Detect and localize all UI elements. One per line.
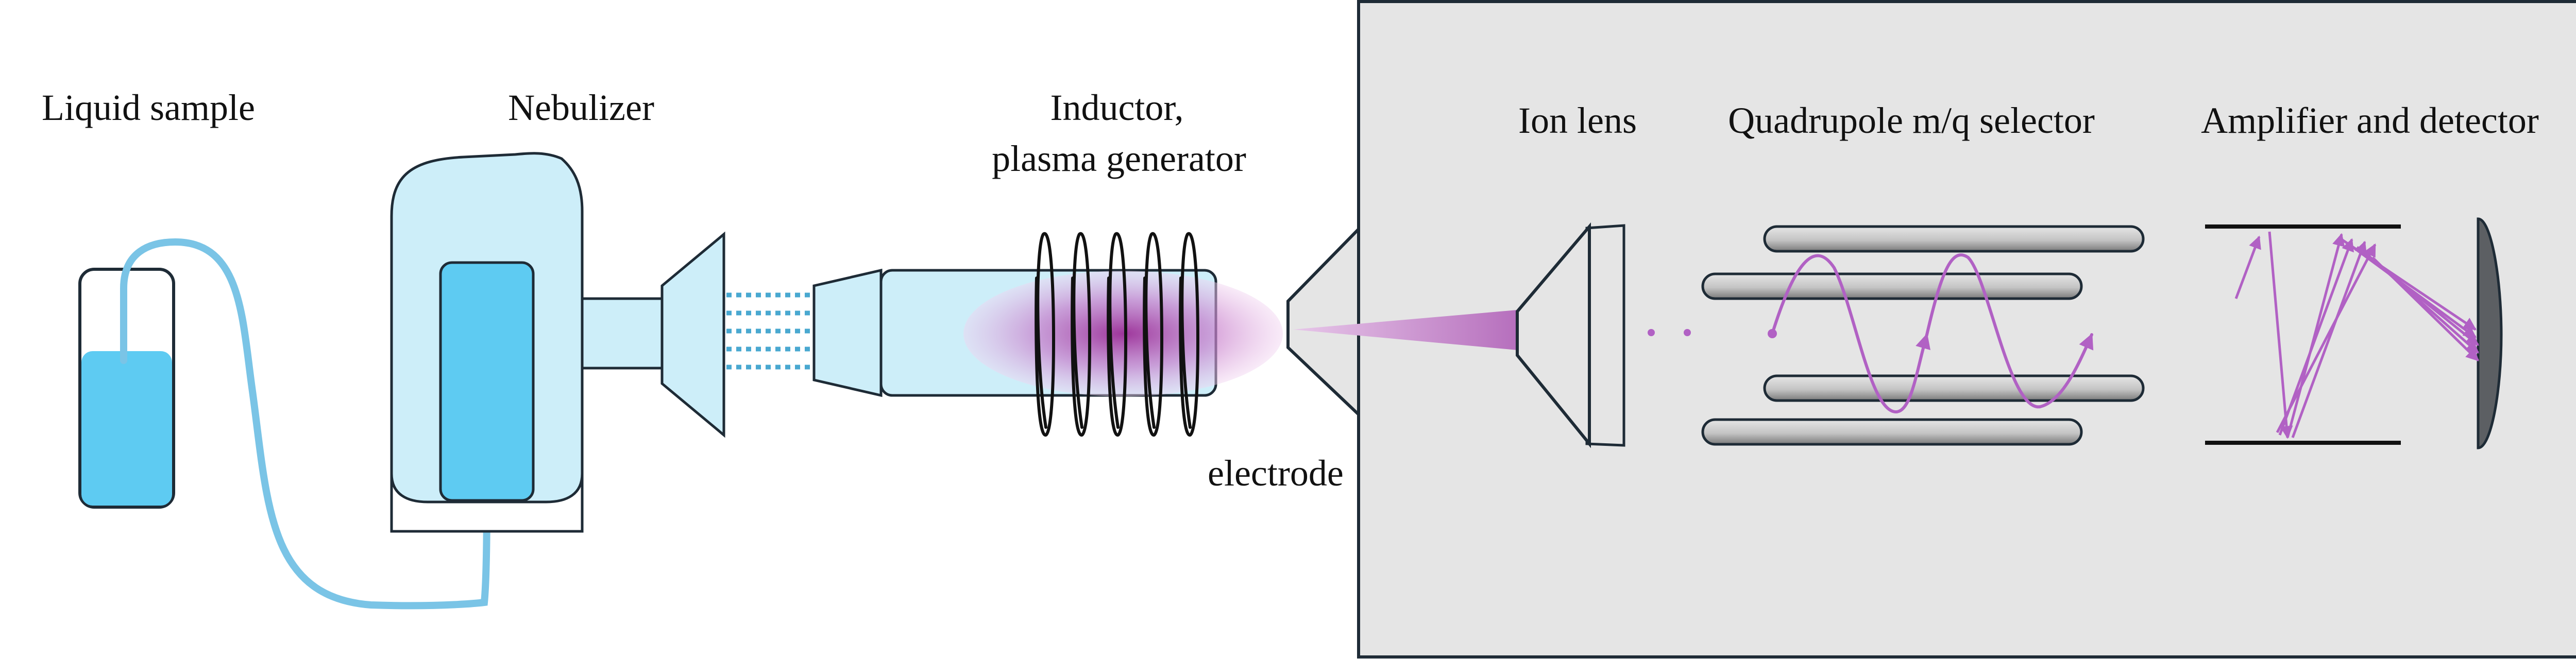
ion-trajectory — [1768, 253, 2094, 414]
label-amplifier-detector: Amplifier and detector — [2201, 100, 2539, 141]
label-ion-lens: Ion lens — [1518, 100, 1637, 141]
ion-lens — [1516, 222, 1625, 448]
label-electrode: electrode — [1208, 453, 1344, 494]
spray-chamber — [581, 231, 725, 438]
detector — [2205, 217, 2503, 449]
sample-tubing — [120, 238, 490, 610]
label-quadrupole: Quadrupole m/q selector — [1728, 100, 2095, 141]
ion-beam — [1293, 310, 1517, 350]
nebulizer — [390, 152, 584, 533]
label-plasma-generator: plasma generator — [992, 138, 1246, 179]
label-nebulizer: Nebulizer — [508, 87, 654, 128]
inductor-coil — [1035, 232, 1200, 437]
label-inductor: Inductor, — [1050, 87, 1183, 128]
electron-cascade — [2234, 231, 2479, 439]
plasma-glow — [963, 271, 1283, 396]
quadrupole-rods — [1701, 225, 2145, 446]
label-liquid-sample: Liquid sample — [42, 87, 255, 128]
aerosol-droplets — [726, 292, 811, 370]
ion-dots — [1648, 329, 1691, 336]
liquid-sample-vessel — [78, 268, 175, 509]
electrode-cone — [1286, 225, 1360, 418]
